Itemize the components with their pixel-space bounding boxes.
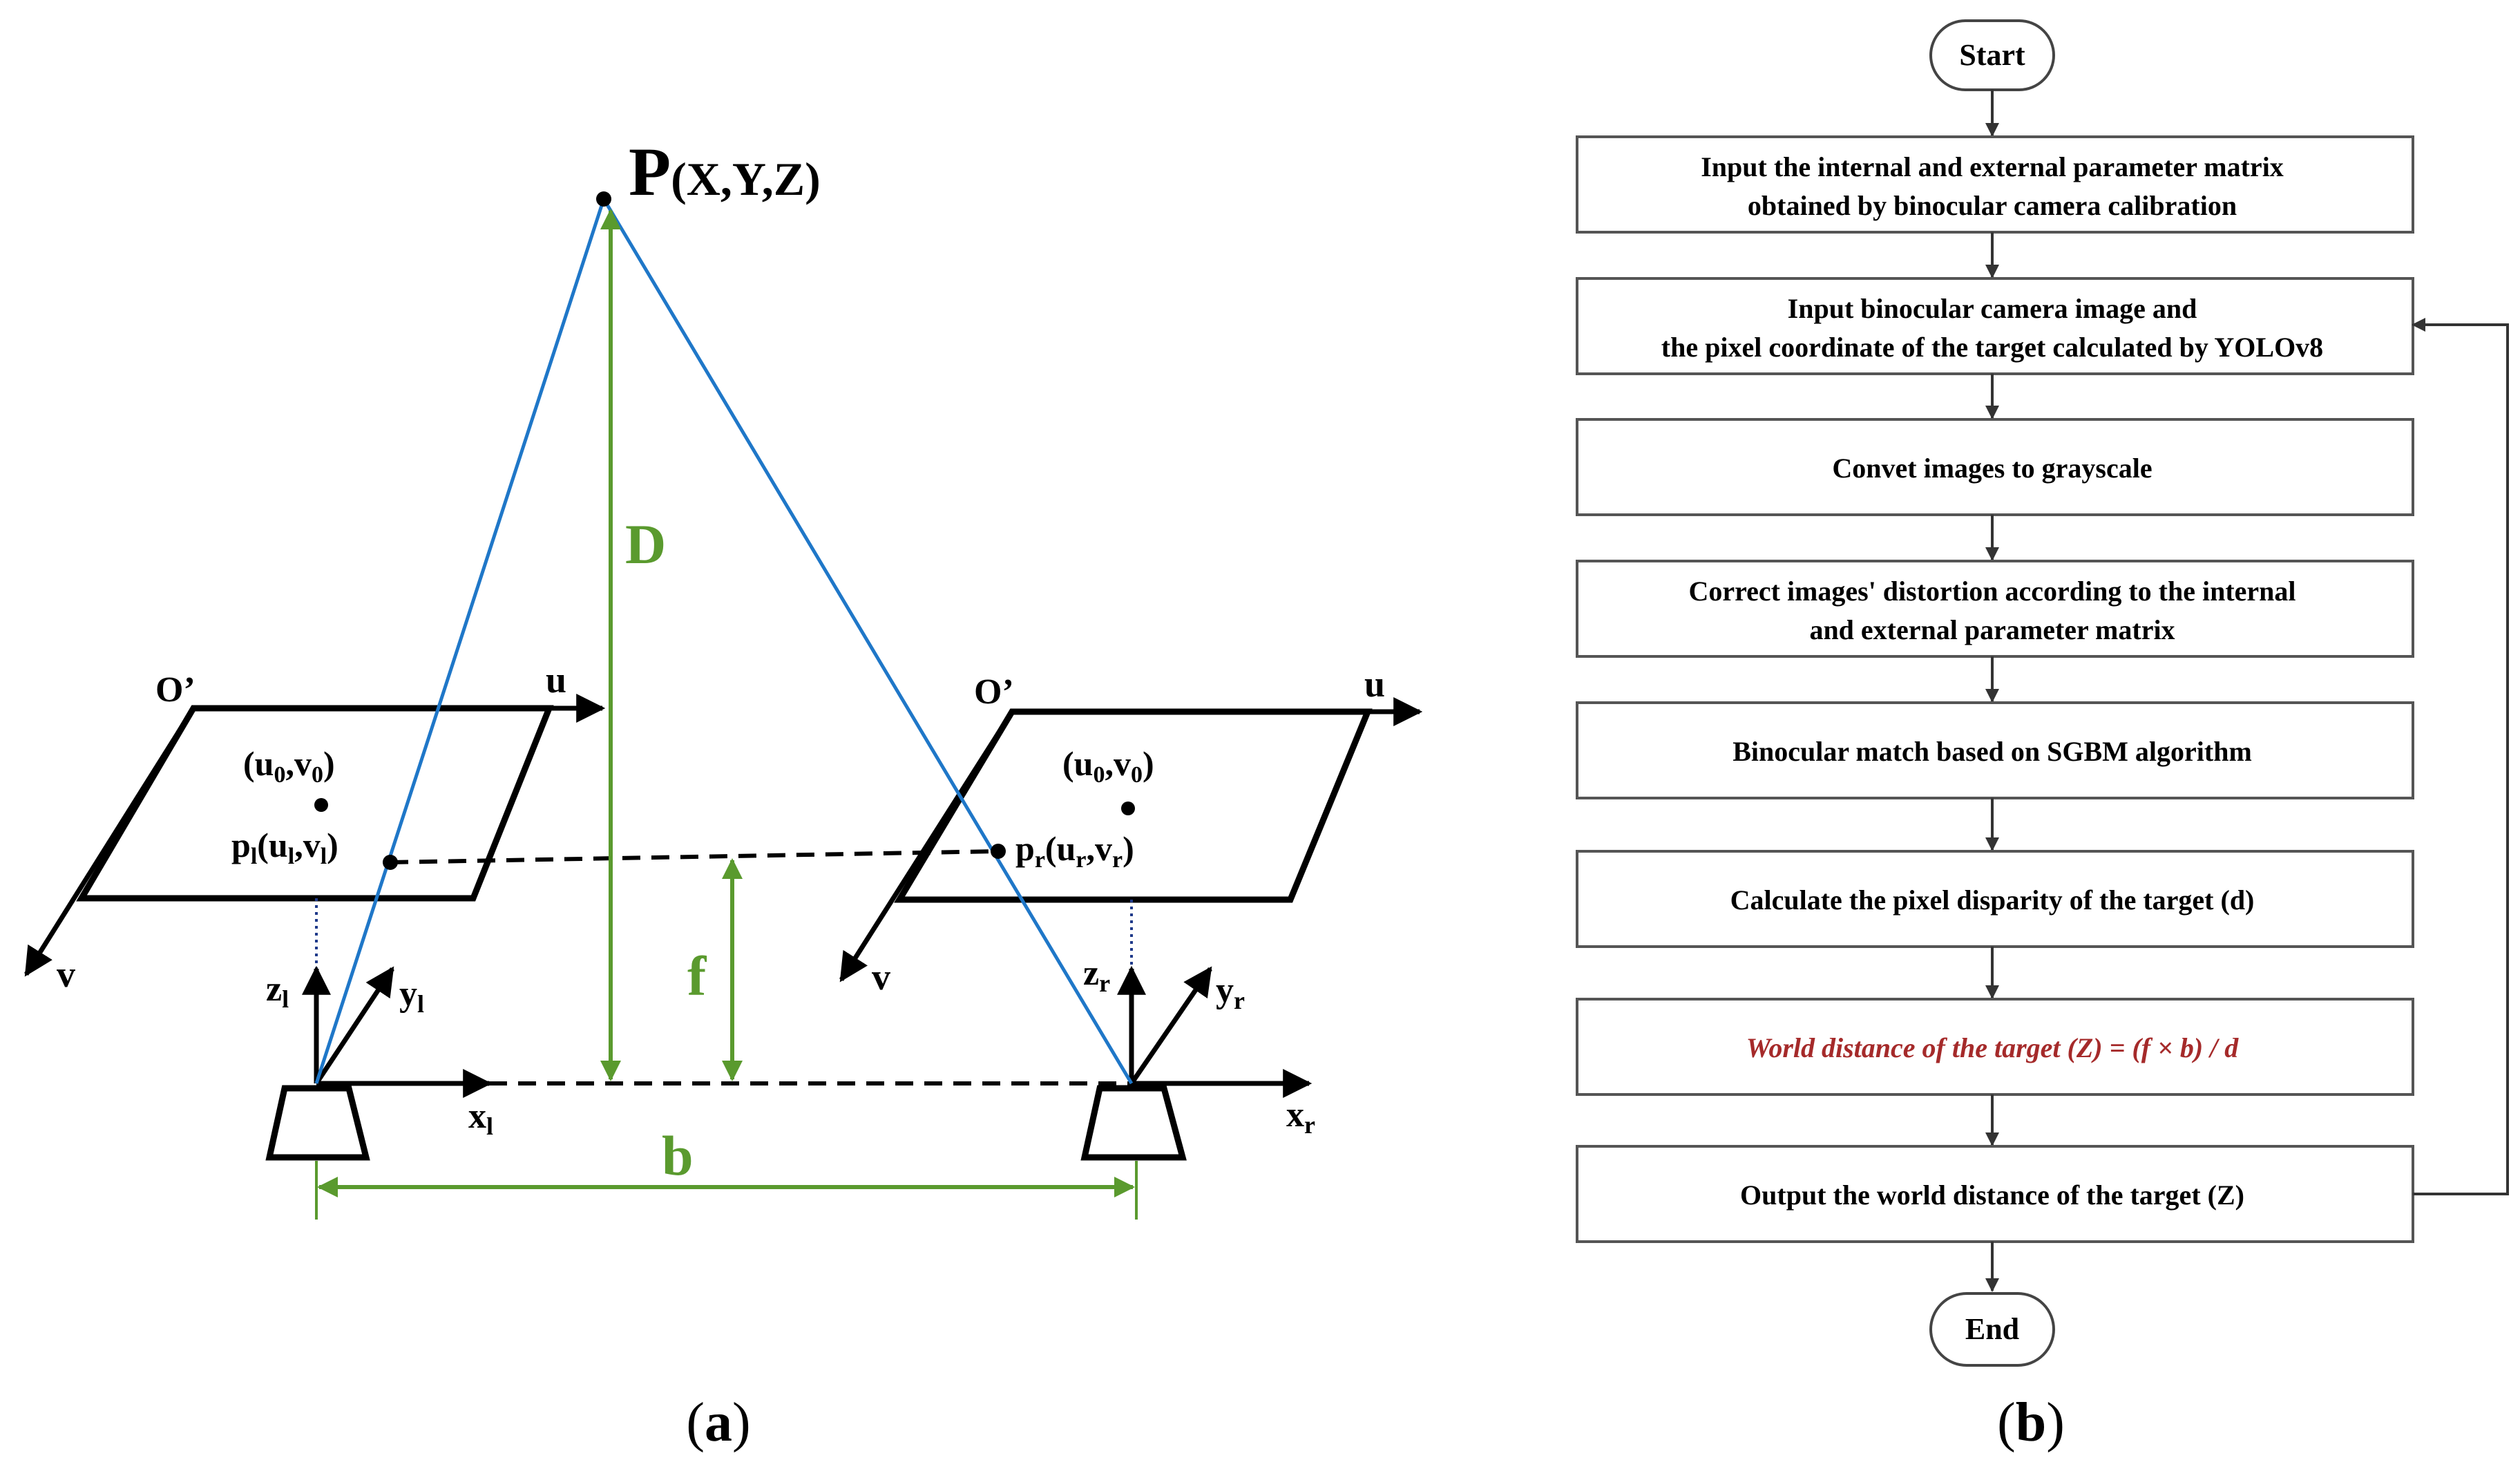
flow-step-box-1 <box>1576 135 2414 234</box>
right-projection-dot <box>991 844 1006 859</box>
flow-step-box-6 <box>1576 850 2414 948</box>
focal-label: f <box>687 945 707 1007</box>
flow-step-box-8 <box>1576 1145 2414 1243</box>
left-projection-dot <box>383 855 398 870</box>
end-label: End <box>1965 1312 2019 1346</box>
right-center-label: (u0,v0) <box>1062 744 1154 788</box>
point-p-dot <box>596 191 611 207</box>
left-x-label: xl <box>468 1097 493 1140</box>
left-z-label: zl <box>266 969 289 1013</box>
right-x-label: xr <box>1286 1095 1315 1139</box>
flow-step-box-4 <box>1576 560 2414 658</box>
right-ray <box>602 198 1134 1085</box>
flow-step-3-line1: Convet images to grayscale <box>1832 453 2152 484</box>
right-y-label: yr <box>1216 971 1245 1014</box>
flow-step-5-line1: Binocular match based on SGBM algorithm <box>1732 736 2252 767</box>
right-center-dot <box>1121 802 1135 815</box>
flow-step-2-line2: the pixel coordinate of the target calcu… <box>1661 332 2323 363</box>
right-u-label: u <box>1364 663 1385 705</box>
flow-step-box-3 <box>1576 418 2414 516</box>
right-camera-icon <box>1080 1085 1187 1161</box>
left-u-label: u <box>546 659 566 701</box>
right-y-axis <box>1129 966 1212 1085</box>
left-v-axis <box>24 707 195 977</box>
right-v-axis <box>839 710 1014 983</box>
flow-step-4-line2: and external parameter matrix <box>1809 614 2175 645</box>
panel-a-stereo-geometry: P(X,Y,Z) D f b O’ u v (u0,v0) pl(ul,vl) … <box>24 133 1423 1453</box>
left-center-label: (u0,v0) <box>243 744 335 788</box>
left-projection-label: pl(ul,vl) <box>231 826 338 869</box>
flow-step-4-line1: Correct images' distortion according to … <box>1688 576 2295 607</box>
flow-step-box-5 <box>1576 701 2414 799</box>
left-v-label: v <box>57 954 75 995</box>
start-label: Start <box>1959 38 2025 72</box>
left-y-label: yl <box>399 974 424 1018</box>
flow-step-2-line1: Input binocular camera image and <box>1788 293 2197 324</box>
right-z-label: zr <box>1083 954 1110 997</box>
right-origin-label: O’ <box>974 672 1014 712</box>
flow-step-1-line2: obtained by binocular camera calibration <box>1748 190 2237 221</box>
flow-step-7-line1: World distance of the target (Z) = (f × … <box>1746 1032 2240 1063</box>
depth-label: D <box>625 513 666 576</box>
flow-step-1-line1: Input the internal and external paramete… <box>1701 151 2284 182</box>
panel-b-flowchart: Start Input the internal and external pa… <box>1576 19 2509 1453</box>
flow-step-box-2 <box>1576 277 2414 375</box>
panel-a-caption: (a) <box>686 1392 750 1453</box>
panel-b-caption: (b) <box>1997 1392 2065 1453</box>
left-center-dot <box>314 798 328 812</box>
right-v-label: v <box>872 956 890 998</box>
baseline-label: b <box>662 1124 694 1187</box>
flow-step-box-7 <box>1576 998 2414 1096</box>
flow-step-8-line1: Output the world distance of the target … <box>1740 1179 2244 1211</box>
point-p-label: P(X,Y,Z) <box>629 133 821 210</box>
left-camera-icon <box>265 1085 370 1161</box>
projection-dashed-line <box>390 849 999 864</box>
right-projection-label: pr(ur,vr) <box>1015 829 1134 873</box>
left-ray <box>314 198 606 1084</box>
flow-step-6-line1: Calculate the pixel disparity of the tar… <box>1730 884 2255 916</box>
end-terminal <box>1929 1292 2055 1367</box>
left-origin-label: O’ <box>155 670 195 710</box>
feedback-loop-arrow <box>2412 318 2509 1195</box>
left-y-axis <box>314 966 394 1085</box>
